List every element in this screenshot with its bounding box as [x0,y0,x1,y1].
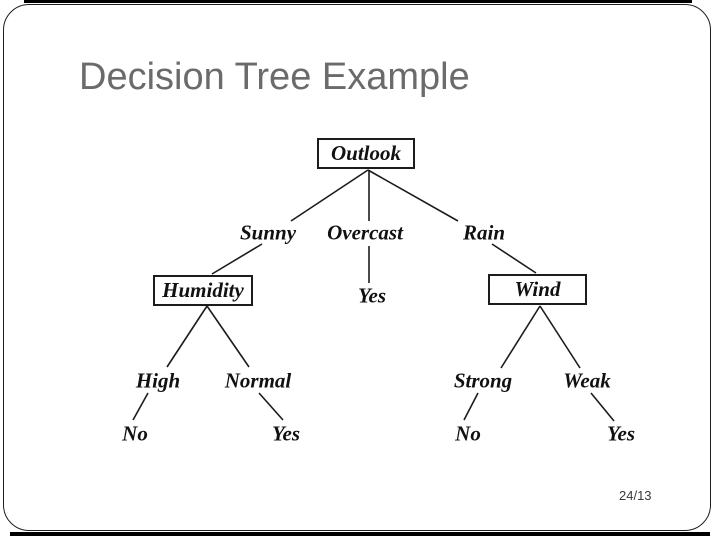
leaf-strong-no: No [455,421,481,446]
slide-frame [3,4,711,531]
branch-label-normal: Normal [224,368,292,393]
branch-label-weak: Weak [563,368,611,393]
top-edge-bar [24,0,692,3]
leaf-weak-yes: Yes [607,421,635,446]
bottom-edge-bar [10,532,710,536]
node-humidity: Humidity [153,275,253,306]
leaf-high-no: No [122,421,148,446]
slide-title: Decision Tree Example [79,56,470,98]
branch-label-rain: Rain [462,220,506,245]
leaf-normal-yes: Yes [272,421,300,446]
branch-label-strong: Strong [453,368,513,393]
page-number: 24/13 [619,488,652,503]
branch-label-overcast: Overcast [327,220,403,245]
node-wind: Wind [488,274,587,305]
branch-label-sunny: Sunny [239,220,297,245]
node-outlook: Outlook [317,138,415,169]
leaf-overcast-yes: Yes [358,283,386,308]
branch-label-high: High [135,368,181,393]
